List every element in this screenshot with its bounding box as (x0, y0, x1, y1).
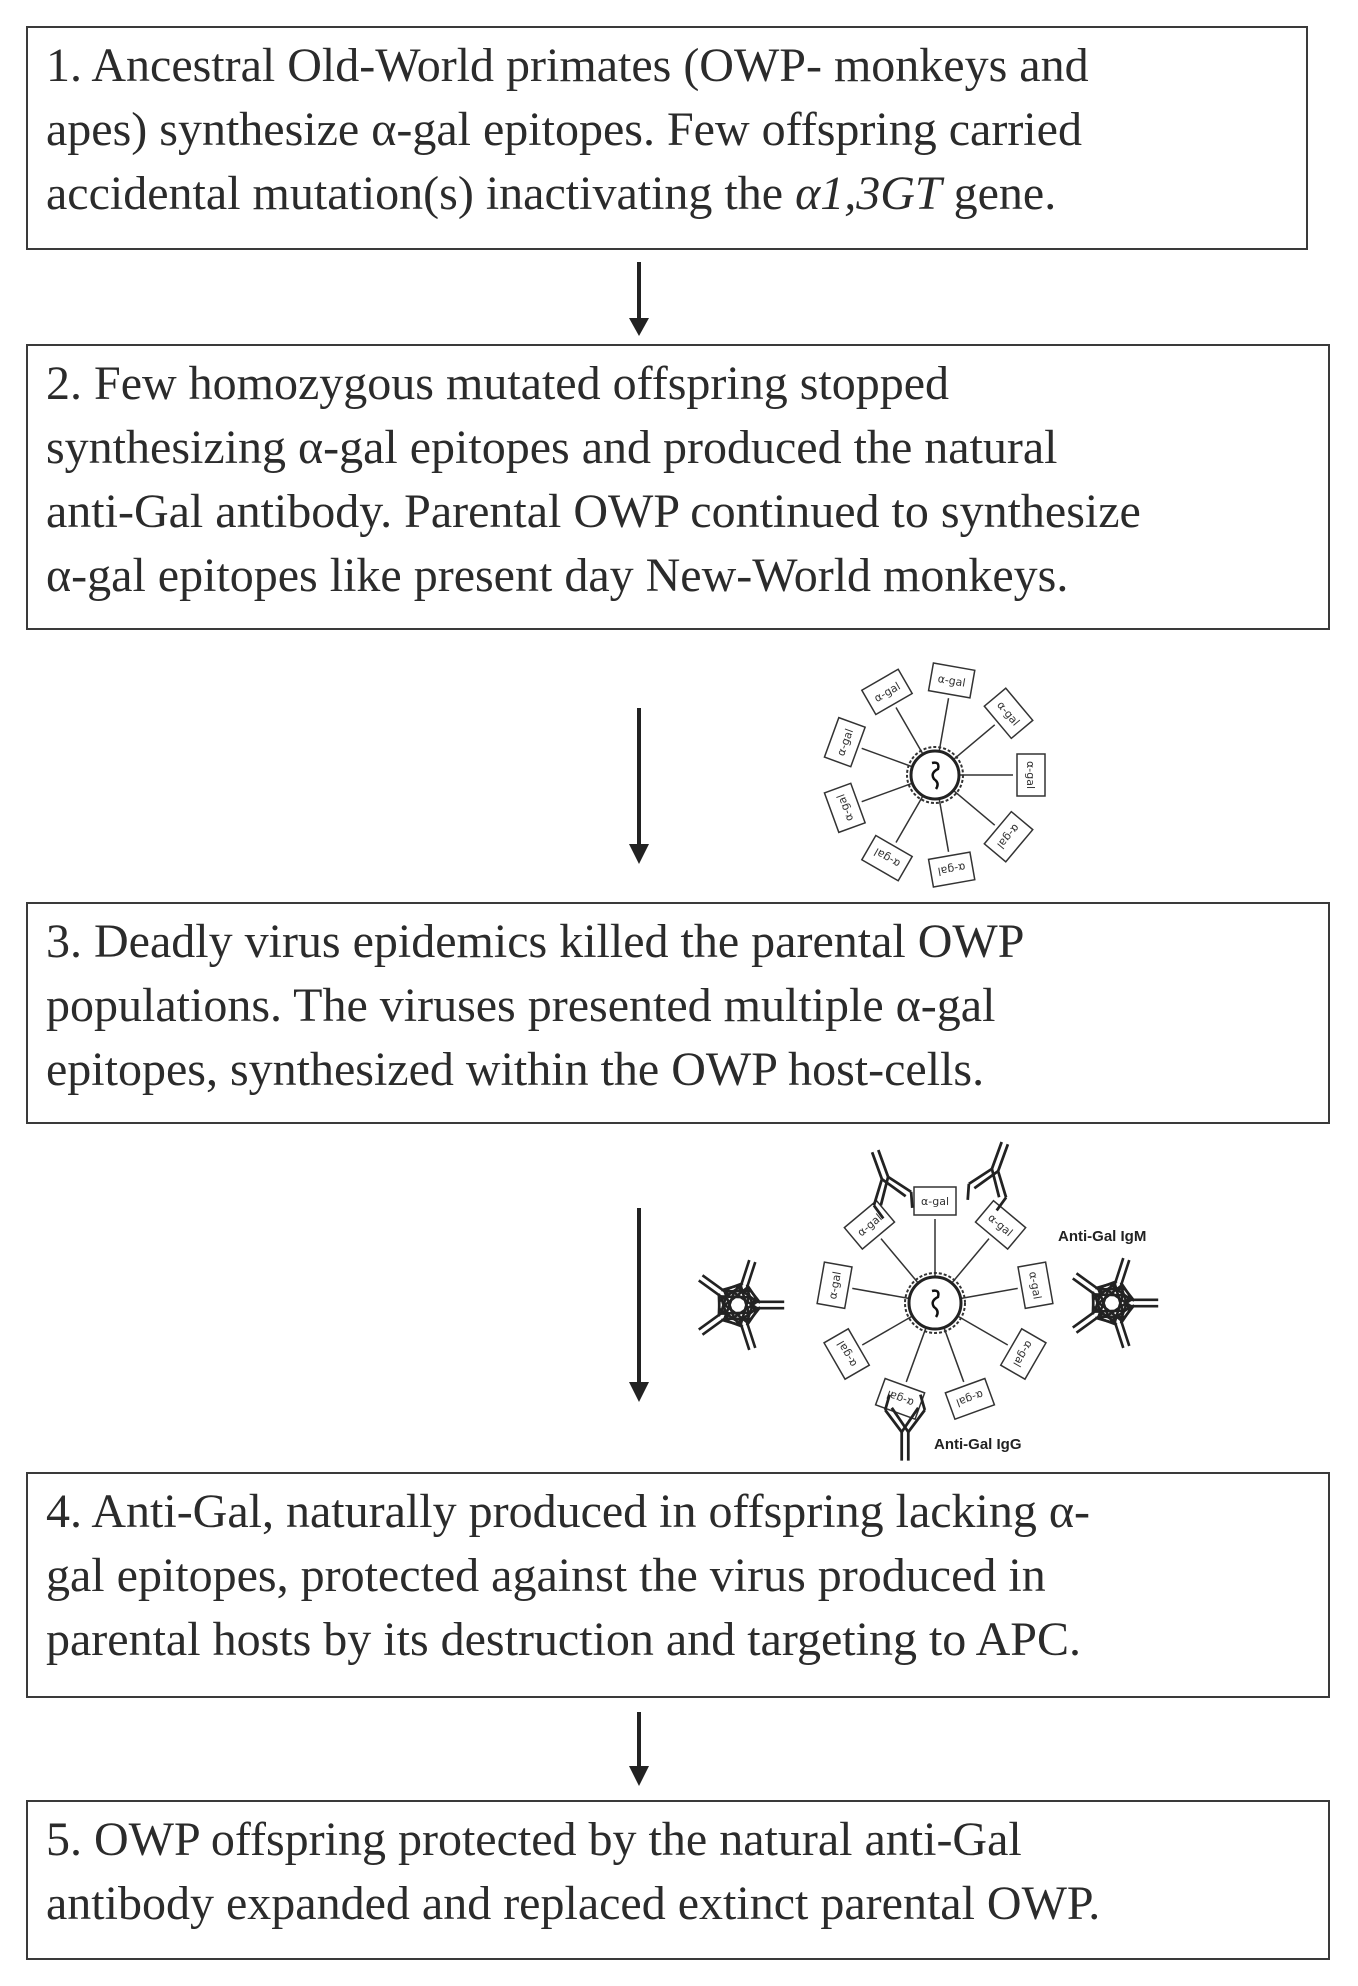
virus2-capsid (909, 1277, 961, 1329)
virus2-epitope-tag: α-gal (945, 1379, 994, 1420)
virus2-epitope-tag: α-gal (1018, 1262, 1053, 1308)
virus1-spoke (896, 707, 923, 754)
arrow-step-2-to-3 (629, 708, 649, 864)
virus2-spoke (862, 1316, 912, 1345)
arrow-step-4-to-5 (629, 1712, 649, 1786)
virus2-epitope-tag: α-gal (975, 1201, 1025, 1249)
virus1-spoke (939, 799, 948, 852)
virus1-spoke (953, 725, 994, 760)
virus1-spoke (862, 748, 913, 766)
virus1-epitope-tag: α-gal (1017, 754, 1045, 796)
virus1-spoke (953, 790, 994, 825)
virus1-epitope-tag: α-gal (929, 852, 975, 887)
virus2-epitope-tag: α-gal (824, 1329, 869, 1379)
anti-gal-igg-label: Anti-Gal IgG (934, 1436, 1022, 1453)
virus1-epitope-tag: α-gal (984, 812, 1032, 862)
virus1-epitope-tag: α-gal (862, 836, 912, 881)
virus2-epitope-tag: α-gal (844, 1201, 894, 1249)
virus1-epitope-label: α-gal (1024, 761, 1037, 789)
igm-left (690, 1255, 785, 1355)
arrow-step-1-to-2 (629, 262, 649, 336)
virus2-spoke (952, 1239, 989, 1283)
virus2-epitope-tag: α-gal (817, 1262, 852, 1308)
virus1-spoke (939, 698, 948, 751)
virus-antibody-diagram: α-galα-galα-galα-galα-galα-galα-galα-gal… (690, 1136, 1159, 1460)
virus2-spoke (944, 1327, 964, 1382)
virus2-spoke (881, 1239, 918, 1283)
virus1-epitope-tag: α-gal (824, 783, 865, 832)
virus1-epitope-tag: α-gal (929, 663, 975, 698)
virus2-epitope-tag: α-gal (914, 1187, 956, 1215)
virus1-spoke (862, 783, 913, 801)
arrow-step-3-to-4 (629, 1208, 649, 1402)
virus1-epitope-tag: α-gal (824, 718, 865, 767)
igg-top-left (857, 1144, 917, 1220)
virus2-epitope-tag: α-gal (1001, 1329, 1046, 1379)
anti-gal-igm-label: Anti-Gal IgM (1058, 1228, 1146, 1245)
virus2-epitope-tag: α-gal (876, 1379, 925, 1420)
virus1-spoke (896, 796, 923, 843)
virus1-capsid (911, 751, 959, 799)
virus2-spoke (852, 1288, 909, 1298)
virus2-epitope-label: α-gal (921, 1195, 949, 1208)
virus2-spoke (958, 1316, 1008, 1345)
virus2-spoke (961, 1288, 1018, 1298)
virus2-spoke (906, 1327, 926, 1382)
virus1-epitope-tag: α-gal (984, 688, 1032, 738)
igm-right (1064, 1253, 1159, 1353)
virus1-epitope-tag: α-gal (862, 669, 912, 714)
